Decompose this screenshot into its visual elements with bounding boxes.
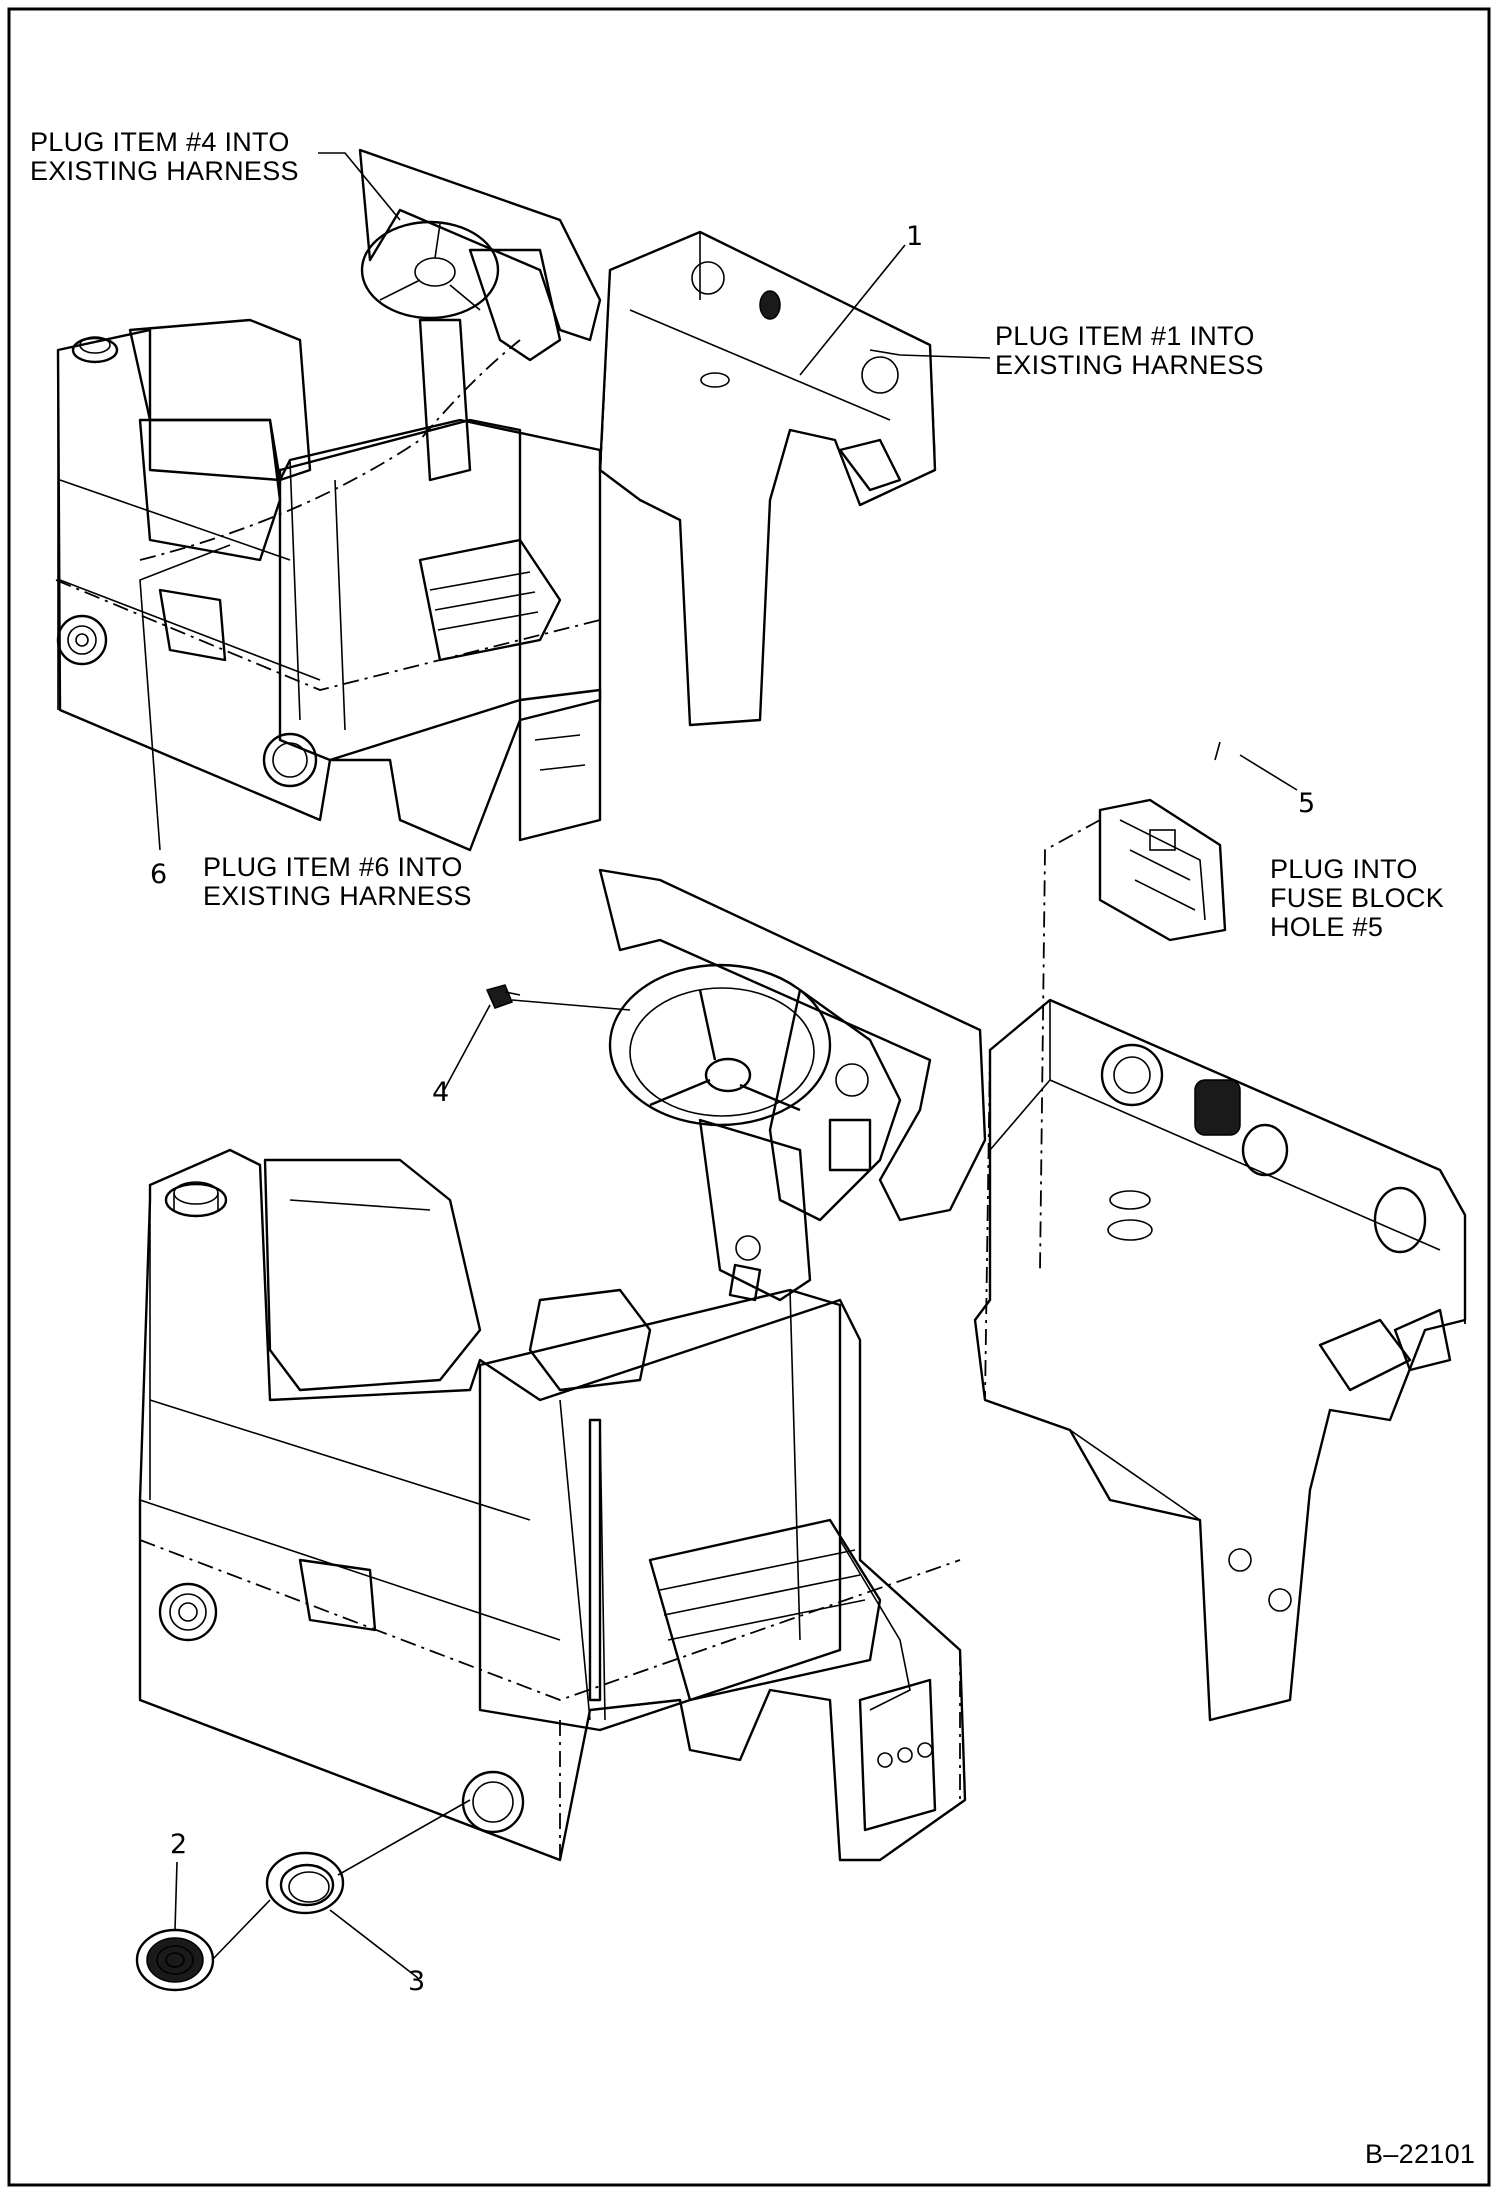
callout-fuse-block-line-1: PLUG INTO <box>1270 854 1418 884</box>
item-2-grille <box>135 1928 215 1992</box>
callout-item-1-line-2: EXISTING HARNESS <box>995 350 1264 380</box>
callout-fuse-block-line-2: FUSE BLOCK <box>1270 883 1445 913</box>
drawing-number: B–22101 <box>1365 2139 1476 2169</box>
callout-item-4-line-2: EXISTING HARNESS <box>30 156 299 186</box>
callout-item-4-line-1: PLUG ITEM #4 INTO <box>30 127 290 157</box>
callout-fuse-block: PLUG INTO FUSE BLOCK HOLE #5 <box>1270 855 1444 942</box>
item-number-5: 5 <box>1298 788 1316 819</box>
item-number-4: 4 <box>432 1077 450 1108</box>
item-number-3: 3 <box>408 1966 426 1997</box>
item-4-connector <box>485 984 521 1009</box>
item-number-2: 2 <box>170 1829 188 1860</box>
callout-item-1-line-1: PLUG ITEM #1 INTO <box>995 321 1255 351</box>
item-number-6: 6 <box>150 859 168 890</box>
page-border <box>7 7 1491 2187</box>
callout-item-4: PLUG ITEM #4 INTO EXISTING HARNESS <box>30 128 299 186</box>
machine-top-view <box>55 148 937 852</box>
item-3-ring <box>265 1851 345 1915</box>
item-5-relay-module <box>1098 741 1227 942</box>
item-number-1: 1 <box>906 221 924 252</box>
callout-fuse-block-line-3: HOLE #5 <box>1270 912 1384 942</box>
callout-item-1: PLUG ITEM #1 INTO EXISTING HARNESS <box>995 322 1264 380</box>
leader-lines <box>139 152 1298 1979</box>
callout-item-6-line-1: PLUG ITEM #6 INTO <box>203 852 463 882</box>
machine-main-view <box>138 868 1467 1862</box>
callout-item-6: PLUG ITEM #6 INTO EXISTING HARNESS <box>203 853 472 911</box>
callout-item-6-line-2: EXISTING HARNESS <box>203 881 472 911</box>
